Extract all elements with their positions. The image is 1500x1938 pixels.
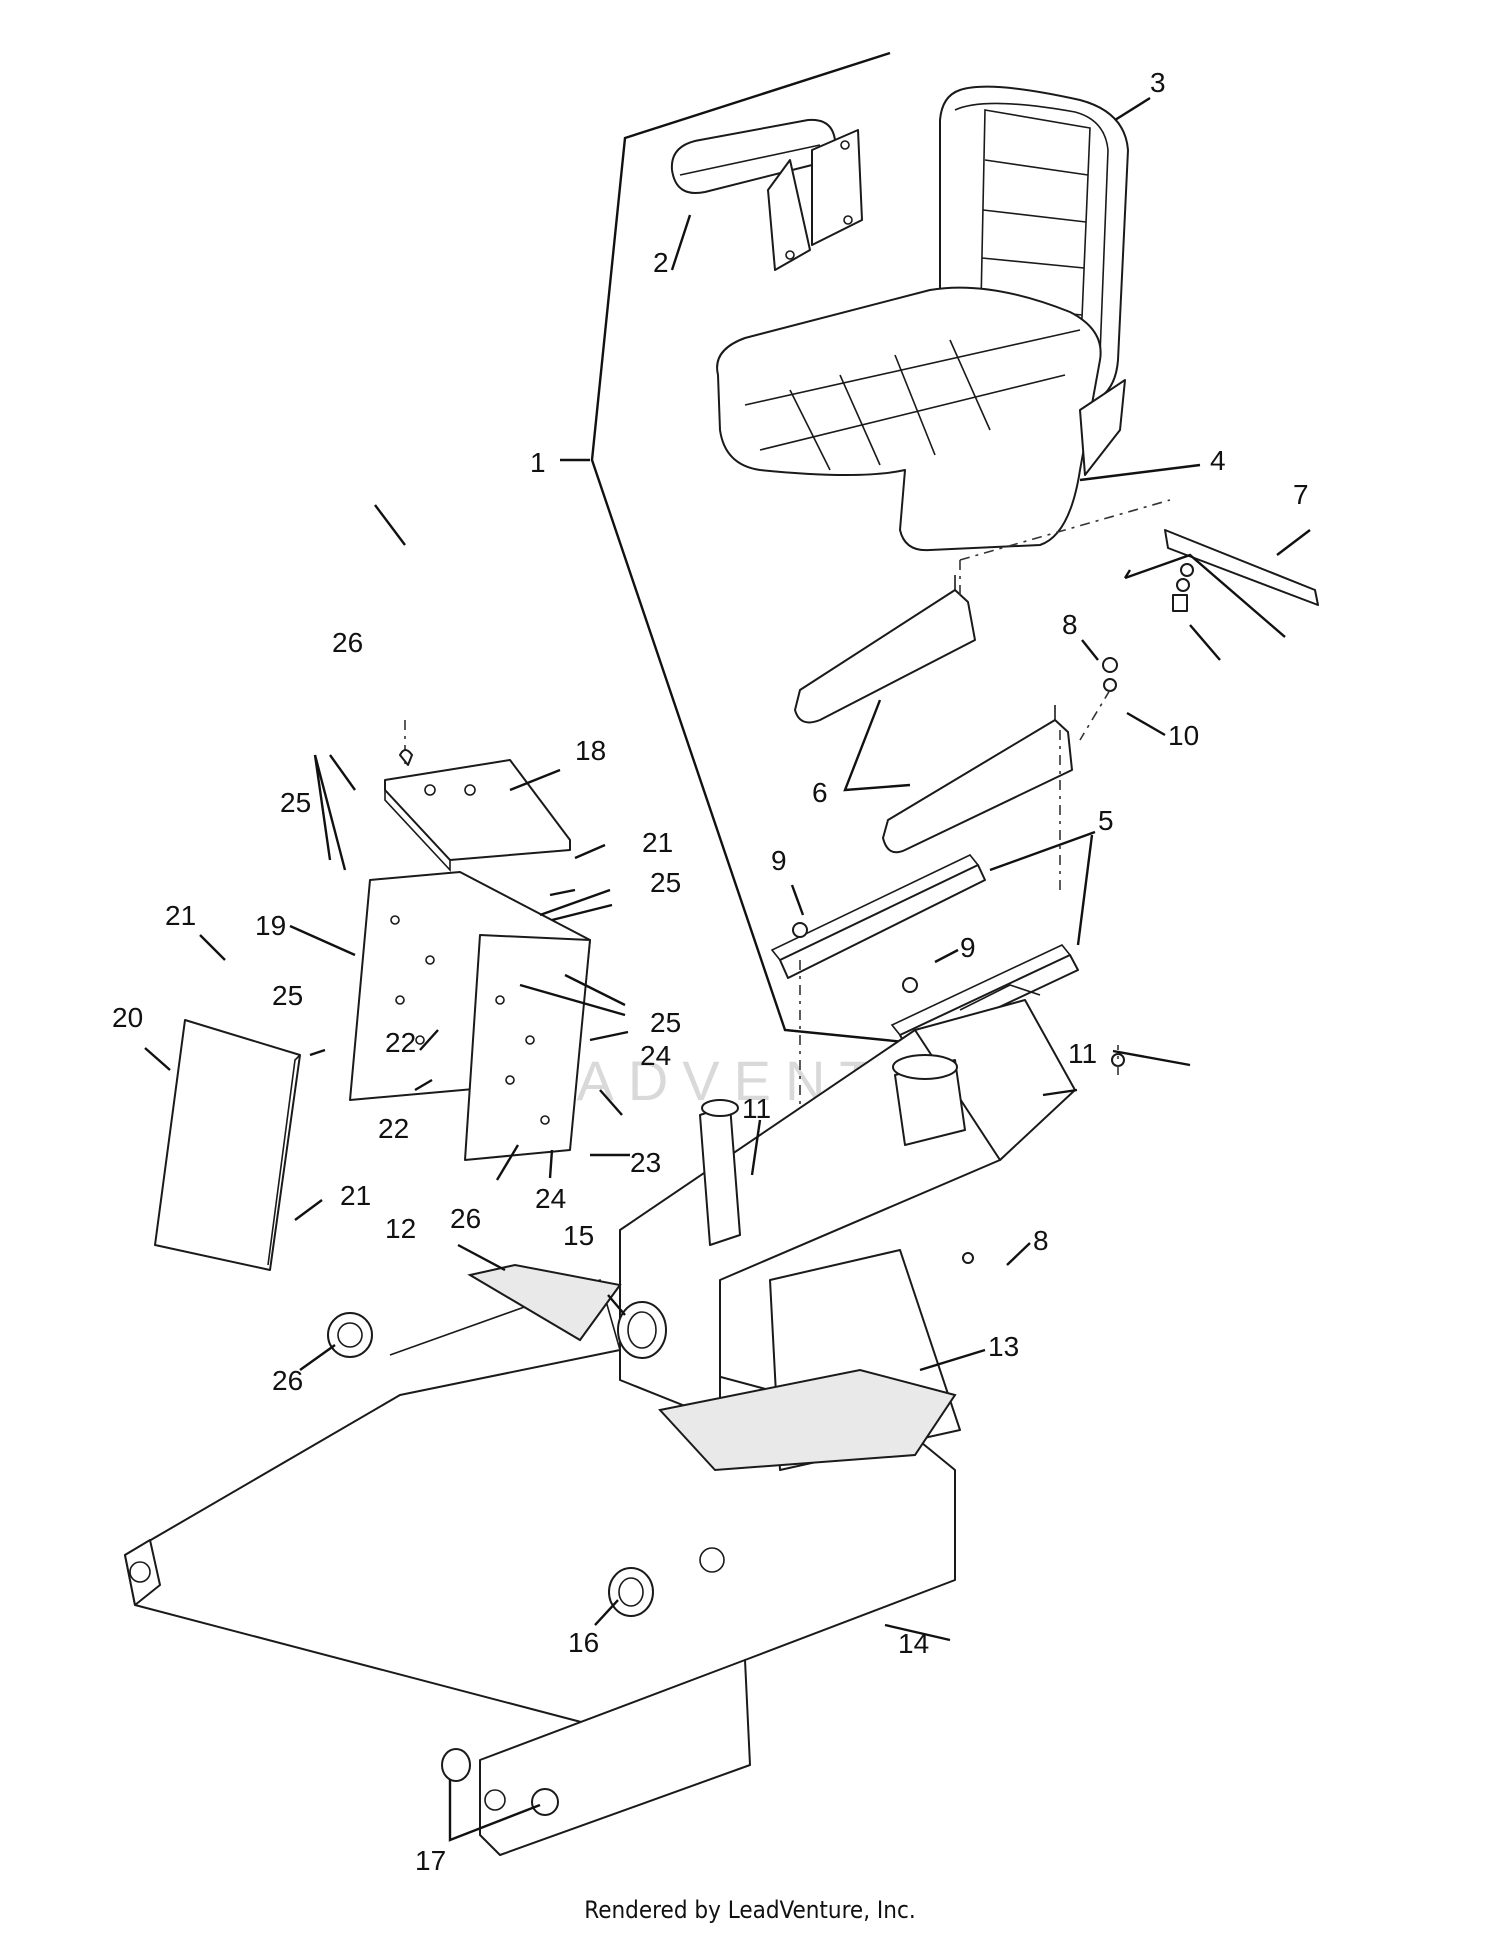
callout-21b: 21 (642, 827, 673, 858)
armrest (670, 118, 863, 271)
callout-10: 10 (1168, 720, 1199, 751)
callout-2: 2 (653, 247, 669, 278)
callout-12: 12 (385, 1213, 416, 1244)
callout-5: 5 (1098, 805, 1114, 836)
callout-25b: 25 (650, 867, 681, 898)
callout-3: 3 (1150, 67, 1166, 98)
callout-25c: 25 (272, 980, 303, 1011)
callout-26a: 26 (332, 627, 363, 658)
callout-25d: 25 (650, 1007, 681, 1038)
callout-20: 20 (112, 1002, 143, 1033)
callout-21c: 21 (340, 1180, 371, 1211)
control-panel-cover (384, 749, 571, 873)
callout-19: 19 (255, 910, 286, 941)
callout-21a: 21 (165, 900, 196, 931)
plate-holes (390, 915, 550, 1125)
callout-11b: 11 (1068, 1038, 1097, 1069)
seat-assembly-bracket (590, 51, 936, 1047)
seat-strap (1164, 529, 1319, 606)
callout-23: 23 (630, 1147, 661, 1178)
callout-7: 7 (1293, 479, 1309, 510)
seat-brackets (794, 575, 1073, 854)
callout-17: 17 (415, 1845, 446, 1876)
callout-labels: 1 2 3 4 5 6 7 8 8 9 9 10 11 11 12 13 14 … (112, 67, 1309, 1876)
leader-lines (144, 96, 1311, 1842)
callout-15: 15 (563, 1220, 594, 1251)
callout-25a: 25 (280, 787, 311, 818)
callout-13: 13 (988, 1331, 1019, 1362)
grommets (327, 1301, 667, 1816)
callout-8a: 8 (1062, 609, 1078, 640)
callout-24a: 24 (640, 1040, 671, 1071)
callout-26b: 26 (450, 1203, 481, 1234)
callout-4: 4 (1210, 445, 1226, 476)
bolt-icon (902, 977, 918, 993)
callout-22a: 22 (385, 1027, 416, 1058)
footer-credit: Rendered by LeadVenture, Inc. (584, 1896, 916, 1924)
callout-9a: 9 (771, 845, 787, 876)
nut-icon (1102, 657, 1118, 673)
callout-26c: 26 (272, 1365, 303, 1396)
callout-16: 16 (568, 1627, 599, 1658)
bolt-icon (792, 922, 808, 938)
mounting-plates (154, 871, 591, 1271)
seat (716, 85, 1129, 552)
callout-22b: 22 (378, 1113, 409, 1144)
callout-24b: 24 (535, 1183, 566, 1214)
callout-6: 6 (812, 777, 828, 808)
floor-pads (467, 1263, 957, 1472)
callout-11a: 11 (742, 1093, 771, 1124)
callout-9b: 9 (960, 932, 976, 963)
callout-14: 14 (898, 1628, 929, 1659)
callout-1: 1 (530, 447, 546, 478)
callout-18: 18 (575, 735, 606, 766)
washer-icon (1103, 678, 1117, 692)
callout-8b: 8 (1033, 1225, 1049, 1256)
